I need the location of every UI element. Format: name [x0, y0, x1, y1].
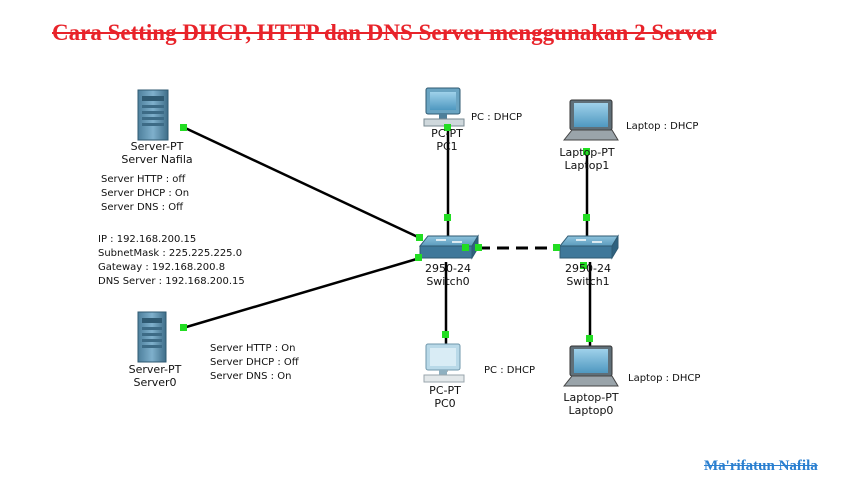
device-label-pc0: PC-PT PC0	[429, 384, 461, 410]
link-light	[553, 244, 560, 251]
pc-icon[interactable]	[423, 87, 465, 127]
note-line: Server DNS : Off	[101, 202, 183, 213]
device-model: 2950-24	[425, 262, 471, 275]
server-icon[interactable]	[137, 311, 167, 363]
server-icon[interactable]	[137, 89, 169, 141]
note-laptop0: Laptop : DHCP	[628, 373, 701, 384]
link-server-nafila-switch0[interactable]	[182, 125, 421, 240]
link-light	[180, 324, 187, 331]
device-name: Switch0	[426, 275, 470, 288]
device-label-server0: Server-PT Server0	[129, 363, 182, 389]
link-light	[416, 234, 423, 241]
device-model: Laptop-PT	[563, 391, 619, 404]
device-model: Server-PT	[130, 140, 184, 153]
device-label-laptop0: Laptop-PT Laptop0	[563, 391, 618, 417]
device-model: Laptop-PT	[559, 146, 615, 159]
note-ip-config: IP : 192.168.200.15 SubnetMask : 225.225…	[98, 233, 245, 289]
device-label-switch1: 2950-24 Switch1	[565, 262, 611, 288]
device-label-laptop1: Laptop-PT Laptop1	[559, 146, 614, 172]
switch-icon[interactable]	[418, 234, 479, 260]
note-line: Server DHCP : On	[101, 188, 190, 199]
note-line: Server DHCP : Off	[210, 357, 299, 368]
note-line: Server HTTP : off	[101, 174, 186, 185]
device-name: Laptop0	[568, 404, 614, 417]
laptop-icon[interactable]	[562, 345, 619, 387]
note-line: Server DNS : On	[210, 371, 292, 382]
laptop-icon[interactable]	[562, 99, 619, 141]
note-line: Server HTTP : On	[210, 343, 296, 354]
device-label-server-nafila: Server-PT Server Nafila	[121, 140, 192, 166]
link-light	[444, 124, 451, 131]
device-label-pc1: PC-PT PC1	[431, 127, 463, 153]
device-name: Switch1	[566, 275, 610, 288]
note-server-nafila-services: Server HTTP : off Server DHCP : On Serve…	[101, 173, 189, 215]
note-line: Gateway : 192.168.200.8	[98, 262, 226, 273]
device-name: Laptop1	[564, 159, 610, 172]
link-light	[475, 244, 482, 251]
device-name: PC0	[434, 397, 456, 410]
note-laptop1: Laptop : DHCP	[626, 121, 699, 132]
author-credit: Ma'rifatun Nafila	[704, 458, 818, 474]
device-name: Server Nafila	[121, 153, 193, 166]
device-name: Server0	[133, 376, 177, 389]
device-model: Server-PT	[128, 363, 182, 376]
diagram-title: Cara Setting DHCP, HTTP dan DNS Server m…	[52, 20, 717, 45]
device-model: PC-PT	[429, 384, 461, 397]
note-line: DNS Server : 192.168.200.15	[98, 276, 245, 287]
link-light	[444, 214, 451, 221]
note-line: IP : 192.168.200.15	[98, 234, 197, 245]
note-pc1: PC : DHCP	[471, 112, 522, 123]
device-model: PC-PT	[431, 127, 463, 140]
device-name: PC1	[436, 140, 458, 153]
device-model: 2950-24	[565, 262, 611, 275]
switch-icon[interactable]	[558, 234, 619, 260]
link-light	[462, 244, 469, 251]
link-server0-switch0[interactable]	[182, 256, 421, 330]
device-label-switch0: 2950-24 Switch0	[425, 262, 471, 288]
pc-icon[interactable]	[423, 343, 465, 383]
link-light	[580, 262, 587, 269]
link-light	[415, 254, 422, 261]
link-light	[180, 124, 187, 131]
links	[182, 125, 592, 372]
note-line: SubnetMask : 225.225.225.0	[98, 248, 243, 259]
note-server0-services: Server HTTP : On Server DHCP : Off Serve…	[210, 342, 299, 384]
link-light	[586, 335, 593, 342]
link-light	[442, 331, 449, 338]
link-light	[583, 214, 590, 221]
note-pc0: PC : DHCP	[484, 365, 535, 376]
link-lights	[180, 124, 593, 342]
link-light	[583, 148, 590, 155]
